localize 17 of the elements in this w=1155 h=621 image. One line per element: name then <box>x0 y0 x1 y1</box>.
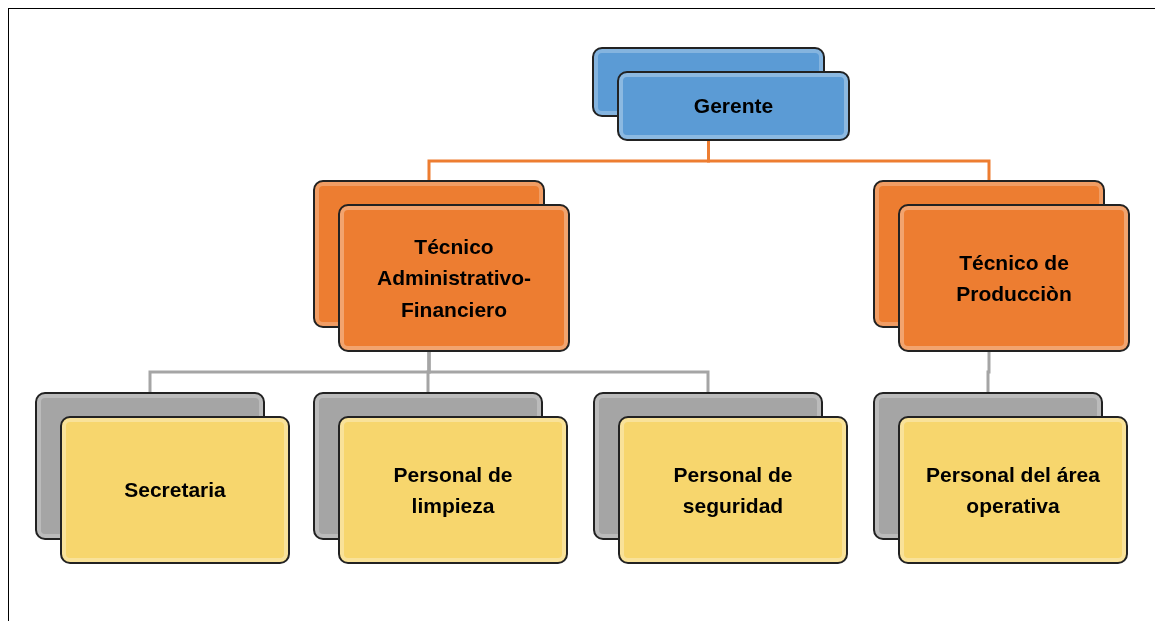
stacked-org-box <box>873 392 1128 564</box>
role-label: Personal de limpieza <box>392 461 514 519</box>
connector-line <box>707 141 991 180</box>
stacked-org-box <box>313 392 568 564</box>
stacked-org-box <box>593 392 848 564</box>
role-label: Técnico de Producciòn <box>955 249 1073 307</box>
connector-line <box>986 352 991 392</box>
stacked-org-box <box>873 180 1130 352</box>
stacked-org-box <box>313 180 570 352</box>
role-label: Personal del área operativa <box>925 461 1101 519</box>
connector-line <box>427 352 710 392</box>
stacked-org-box <box>35 392 290 564</box>
role-label: Gerente <box>693 93 774 120</box>
role-label: Técnico Administrativo-Financiero <box>376 233 532 323</box>
role-label: Secretaria <box>124 477 226 504</box>
role-label: Personal de seguridad <box>672 461 794 519</box>
stacked-org-box <box>592 47 850 141</box>
